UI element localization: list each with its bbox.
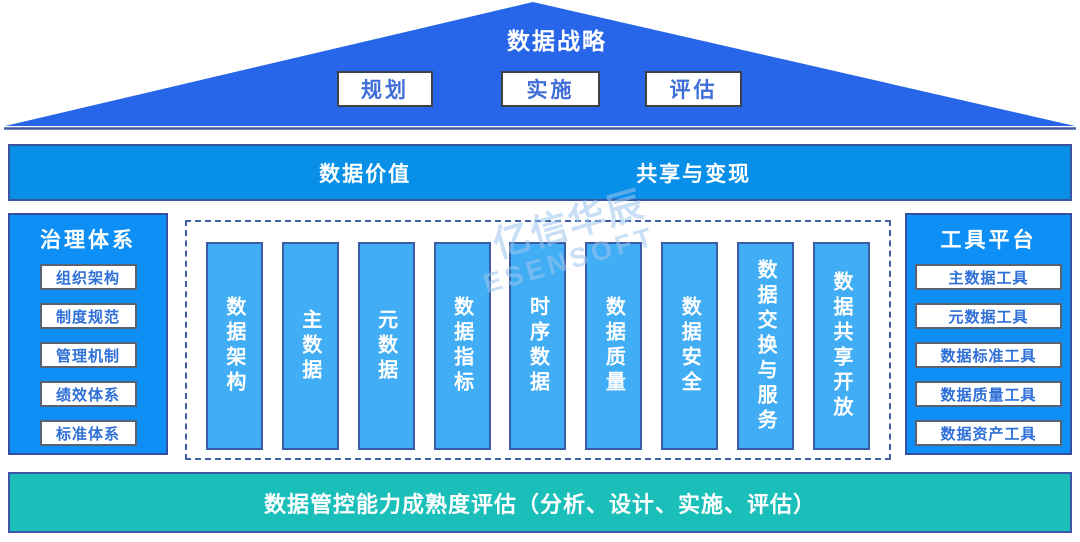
capability-column-label: 数据质量	[602, 296, 625, 396]
capability-column: 数据共享开放	[813, 242, 871, 450]
roof-phase-box: 实施	[501, 71, 600, 107]
tool-item: 元数据工具	[915, 303, 1062, 329]
governance-item: 绩效体系	[39, 381, 137, 407]
roof-triangle	[4, 2, 1076, 130]
capability-column: 数据质量	[585, 242, 643, 450]
capability-column: 数据指标	[433, 242, 491, 450]
tools-panel-title: 工具平台	[940, 229, 1037, 252]
tool-item: 数据资产工具	[915, 420, 1062, 446]
capability-column-label: 时序数据	[526, 296, 549, 396]
capability-area: 数据架构 主数据 元数据 数据指标 时序数据 数据质量 数据安全	[185, 220, 891, 460]
capability-column-label: 主数据	[298, 308, 321, 384]
governance-item: 制度规范	[39, 303, 137, 329]
capability-column-label: 数据交换与服务	[754, 258, 777, 434]
value-bar-left-label: 数据价值	[319, 162, 412, 186]
tool-item: 主数据工具	[915, 264, 1062, 290]
roof-title: 数据战略	[507, 28, 607, 54]
capability-column: 元数据	[357, 242, 415, 450]
tools-panel-items: 主数据工具 元数据工具 数据标准工具 数据质量工具 数据资产工具	[915, 264, 1062, 459]
governance-item: 组织架构	[39, 264, 137, 290]
tool-item: 数据质量工具	[915, 381, 1062, 407]
governance-panel: 治理体系 组织架构 制度规范 管理机制 绩效体系 标准体系	[8, 213, 168, 455]
capability-column-label: 元数据	[374, 308, 397, 384]
capability-column: 数据架构	[205, 242, 263, 450]
capability-column: 时序数据	[509, 242, 567, 450]
data-value-bar: 数据价值 共享与变现	[8, 144, 1072, 201]
capability-column-label: 数据共享开放	[830, 271, 853, 421]
governance-item: 管理机制	[39, 342, 137, 368]
capability-column-label: 数据安全	[678, 296, 701, 396]
capability-column-label: 数据架构	[222, 296, 245, 396]
value-bar-right-label: 共享与变现	[636, 162, 752, 186]
roof-phase-box: 评估	[645, 71, 742, 107]
governance-panel-items: 组织架构 制度规范 管理机制 绩效体系 标准体系	[39, 264, 137, 459]
tool-item: 数据标准工具	[915, 342, 1062, 368]
roof-phase-box: 规划	[337, 71, 433, 107]
capability-column: 数据交换与服务	[737, 242, 795, 450]
roof-shape	[5, 2, 1075, 126]
capability-column: 数据安全	[661, 242, 719, 450]
governance-panel-title: 治理体系	[40, 229, 136, 252]
capability-column: 主数据	[281, 242, 339, 450]
tools-panel: 工具平台 主数据工具 元数据工具 数据标准工具 数据质量工具 数据资产工具	[905, 213, 1072, 455]
governance-item: 标准体系	[39, 420, 137, 446]
maturity-assessment-bar: 数据管控能力成熟度评估（分析、设计、实施、评估）	[8, 472, 1072, 533]
capability-column-label: 数据指标	[450, 296, 473, 396]
